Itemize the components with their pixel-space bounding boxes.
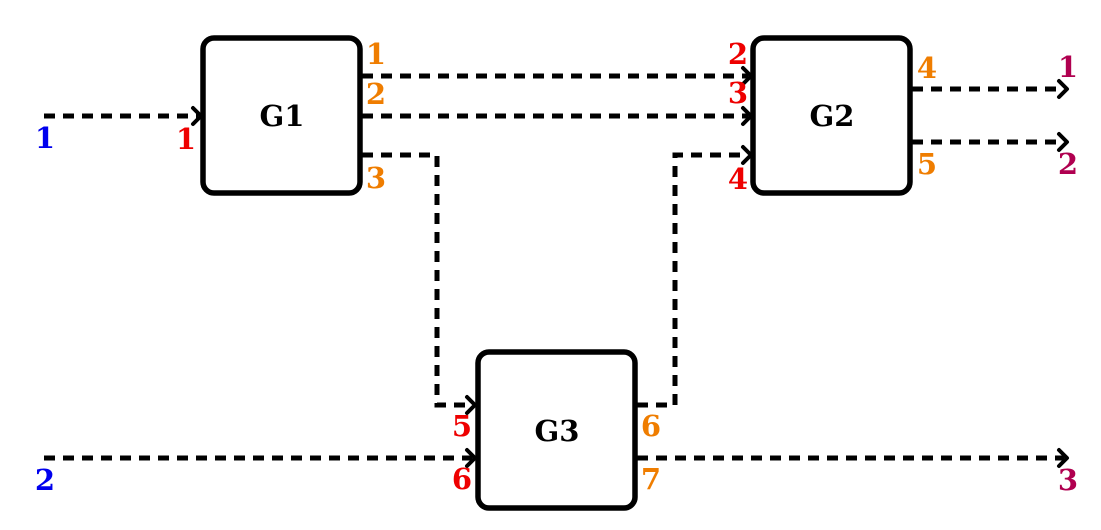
block-g3-box: [475, 349, 638, 511]
block-g3-label: G3: [535, 414, 580, 448]
block-g1-box: [200, 35, 363, 196]
g1-input-port-label: 1: [176, 122, 196, 156]
system-input-labels: 1 2: [35, 121, 55, 497]
block-g2-box: [750, 35, 913, 196]
block-g2: G2: [750, 35, 913, 196]
system-output-labels: 1 2 3: [1058, 50, 1078, 497]
system-output-label: 1: [1058, 50, 1078, 84]
g2-input-port-label: 4: [728, 162, 748, 196]
block-g1-label: G1: [260, 99, 305, 133]
g3-output-port-label: 6: [641, 409, 661, 443]
g3-input-port-label: 6: [452, 462, 472, 496]
arrowhead: [1057, 132, 1069, 152]
block-input-port-labels: 1 2 3 4 5 6: [176, 37, 748, 496]
system-input-label: 1: [35, 121, 55, 155]
block-output-port-labels: 1 2 3 4 5 6 7: [366, 37, 937, 496]
wire-g3out6-to-g2in4: [637, 152, 748, 408]
system-output-label: 2: [1058, 147, 1078, 181]
g3-input-port-label: 5: [452, 409, 472, 443]
arrowhead: [1057, 448, 1069, 468]
g2-output-port-label: 5: [917, 147, 937, 181]
block-g2-label: G2: [810, 99, 855, 133]
g1-output-port-label: 3: [366, 161, 386, 195]
arrowheads: [191, 66, 1069, 468]
g3-output-port-label: 7: [641, 462, 661, 496]
g2-output-port-label: 4: [917, 51, 937, 85]
g1-output-port-label: 2: [366, 77, 386, 111]
arrowhead: [465, 395, 477, 415]
wires: [44, 73, 1064, 461]
block-g1: G1: [200, 35, 363, 196]
g2-input-port-label: 3: [728, 76, 748, 110]
wire-g1out3-to-g3in5: [362, 152, 472, 408]
system-input-label: 2: [35, 463, 55, 497]
g2-input-port-label: 2: [728, 37, 748, 71]
g1-output-port-label: 1: [366, 37, 386, 71]
arrowhead: [465, 448, 477, 468]
block-g3: G3: [475, 349, 638, 511]
system-output-label: 3: [1058, 463, 1078, 497]
arrowhead: [1057, 79, 1069, 99]
arrowhead: [741, 145, 753, 165]
